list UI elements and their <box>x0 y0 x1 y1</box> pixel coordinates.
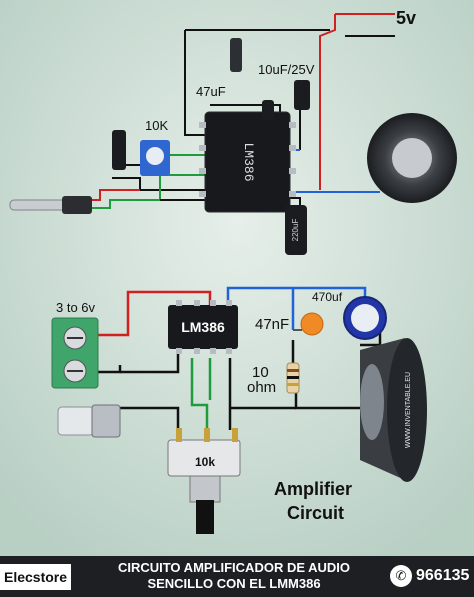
top-ic-chip <box>204 111 291 213</box>
phone-number[interactable]: 966135 <box>416 567 470 584</box>
top-pot-label: 10K <box>145 118 169 133</box>
resistor-value-label: 10 <box>252 364 269 381</box>
brand-logo: Elecstore <box>0 564 72 590</box>
bottom-ic-label: LM386 <box>181 319 225 335</box>
top-cap-10uf <box>294 80 310 110</box>
resistor-10-ohm <box>286 362 300 394</box>
bottom-speaker <box>360 338 427 482</box>
top-cap-47uf <box>262 100 274 120</box>
volume-pot <box>167 428 241 534</box>
top-diagram: LM386 220uF <box>9 13 457 255</box>
top-cap-220uf-marking: 220uF <box>291 219 300 242</box>
top-wires <box>92 13 395 215</box>
top-supply-label: 5v <box>396 8 417 28</box>
top-cap-input <box>112 130 126 170</box>
cap-470uf <box>343 296 387 340</box>
pot-label: 10k <box>195 455 215 469</box>
top-cap-small <box>230 38 242 72</box>
top-cap-10uf-label: 10uF/25V <box>258 62 315 77</box>
cap-47nf-label: 47nF <box>255 316 290 333</box>
amplifier-title-line1: Amplifier <box>274 479 353 499</box>
bottom-wires <box>98 286 382 430</box>
cap-470uf-label: 470uf <box>312 290 343 304</box>
top-ic-marking: LM386 <box>241 142 256 181</box>
top-speaker <box>367 113 457 203</box>
footer-title: CIRCUITO AMPLIFICADOR DE AUDIO SENCILLO … <box>86 560 382 592</box>
top-cap-220uf <box>285 205 307 255</box>
rca-input-jack <box>57 404 121 438</box>
audio-jack <box>9 196 92 214</box>
cap-47nf <box>300 312 324 336</box>
footer-title-line2: SENCILLO CON EL LMM386 <box>147 576 321 591</box>
footer-bar: Elecstore CIRCUITO AMPLIFICADOR DE AUDIO… <box>0 556 474 597</box>
bottom-diagram: LM386 10k <box>51 286 427 534</box>
footer-title-line1: CIRCUITO AMPLIFICADOR DE AUDIO <box>117 560 351 575</box>
top-cap-47uf-label: 47uF <box>196 84 226 99</box>
whatsapp-icon[interactable]: ✆ <box>390 565 412 587</box>
bottom-ic-chip <box>168 305 238 349</box>
supply-voltage-label: 3 to 6v <box>56 300 96 315</box>
power-terminal-block <box>51 317 99 389</box>
speaker-marking: WWW.INVENTABLE.EU <box>405 372 412 448</box>
resistor-unit-label: ohm <box>247 379 277 396</box>
amplifier-title-line2: Circuit <box>287 503 345 523</box>
